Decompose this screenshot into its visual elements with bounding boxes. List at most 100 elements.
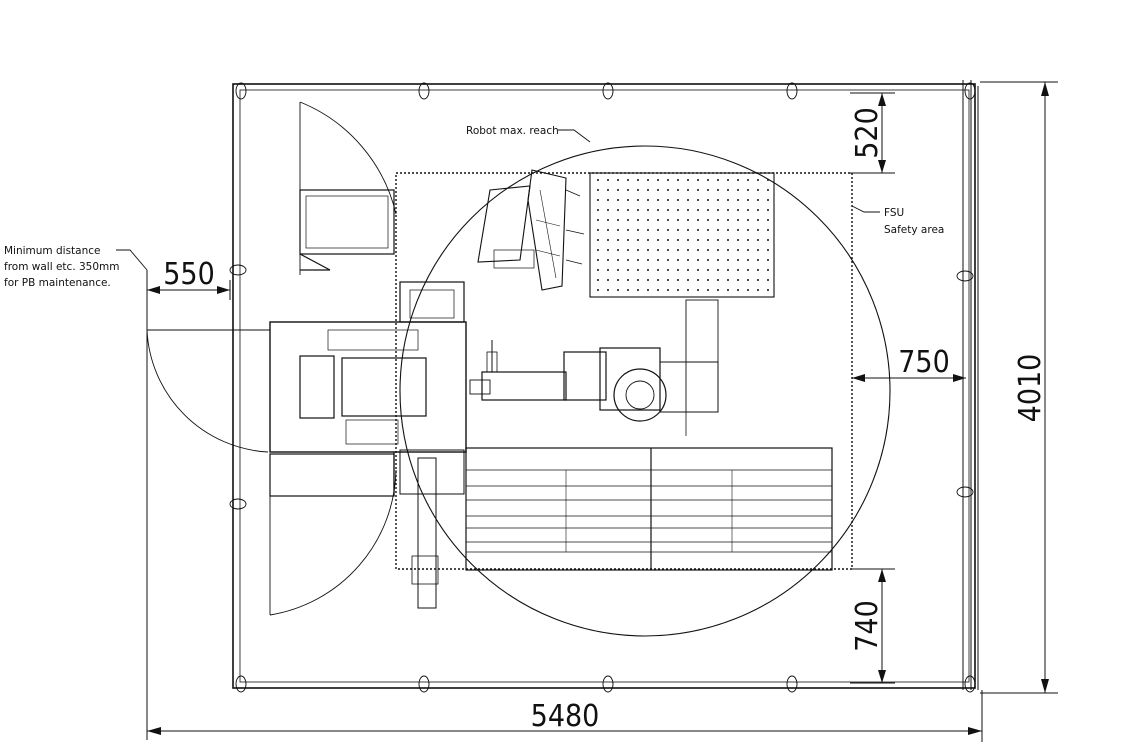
perforation-hole xyxy=(607,199,609,201)
perforation-hole xyxy=(757,219,759,221)
perforation-hole xyxy=(687,279,689,281)
pallet-racks xyxy=(465,447,833,571)
perforation-hole xyxy=(747,259,749,261)
perforation-hole xyxy=(737,199,739,201)
perforation-hole xyxy=(647,209,649,211)
perforation-hole xyxy=(627,219,629,221)
fence-posts xyxy=(229,82,976,693)
perforation-hole xyxy=(657,269,659,271)
perforation-hole xyxy=(607,289,609,291)
perforation-hole xyxy=(747,219,749,221)
perforation-hole xyxy=(647,179,649,181)
perforation-hole xyxy=(687,189,689,191)
perforation-hole xyxy=(627,179,629,181)
safety-area-label: Safety area xyxy=(884,224,944,236)
perforation-hole xyxy=(767,289,769,291)
perforation-hole xyxy=(667,199,669,201)
perforation-hole xyxy=(627,259,629,261)
dim-5480-label: 5480 xyxy=(531,699,600,734)
perforation-hole xyxy=(657,189,659,191)
perforation-hole xyxy=(617,269,619,271)
perforation-hole xyxy=(647,229,649,231)
perforation-hole xyxy=(757,229,759,231)
perforation-hole xyxy=(637,259,639,261)
perforation-hole xyxy=(707,189,709,191)
perforation-hole xyxy=(727,269,729,271)
perforation-hole xyxy=(697,179,699,181)
perforation-hole xyxy=(747,229,749,231)
perforation-hole xyxy=(657,249,659,251)
dim-520-label: 520 xyxy=(850,107,885,159)
dim-520 xyxy=(850,92,895,174)
dim-550 xyxy=(146,270,231,740)
perforation-hole xyxy=(687,239,689,241)
operator-station xyxy=(269,189,467,497)
perforation-hole xyxy=(727,189,729,191)
perforation-hole xyxy=(737,289,739,291)
perforation-hole xyxy=(727,279,729,281)
perforation-hole xyxy=(757,259,759,261)
perforation-hole xyxy=(717,219,719,221)
perforation-hole xyxy=(617,189,619,191)
perforation-hole xyxy=(597,239,599,241)
perforation-hole xyxy=(697,229,699,231)
perforation-hole xyxy=(757,269,759,271)
perforation-hole xyxy=(657,239,659,241)
perforation-hole xyxy=(637,239,639,241)
perforation-hole xyxy=(757,279,759,281)
perforation-hole xyxy=(617,239,619,241)
perforation-hole xyxy=(757,179,759,181)
perforation-hole xyxy=(697,279,699,281)
perforation-hole xyxy=(687,269,689,271)
dim-4010-label: 4010 xyxy=(1013,354,1048,423)
perforation-hole xyxy=(677,189,679,191)
perforated-table xyxy=(589,172,775,298)
perforation-hole xyxy=(717,279,719,281)
perforation-hole xyxy=(637,179,639,181)
perforation-hole xyxy=(757,239,759,241)
perforation-hole xyxy=(627,249,629,251)
perforation-hole xyxy=(607,219,609,221)
perforation-hole xyxy=(737,179,739,181)
perforation-hole xyxy=(607,259,609,261)
perforation-hole xyxy=(667,179,669,181)
perforation-hole xyxy=(617,209,619,211)
perforation-hole xyxy=(697,289,699,291)
perforation-hole xyxy=(767,269,769,271)
perforation-hole xyxy=(617,249,619,251)
dim-4010 xyxy=(980,81,1058,694)
robot xyxy=(469,299,719,436)
perforation-hole xyxy=(617,229,619,231)
perforation-hole xyxy=(687,219,689,221)
perforation-hole xyxy=(707,259,709,261)
perforation-hole xyxy=(597,179,599,181)
perforation-hole xyxy=(677,209,679,211)
wall-note-line-2: from wall etc. 350mm xyxy=(4,261,120,273)
perforation-hole xyxy=(657,199,659,201)
perforation-hole xyxy=(607,229,609,231)
perforation-hole xyxy=(597,279,599,281)
perforation-hole xyxy=(737,209,739,211)
perforation-hole xyxy=(707,179,709,181)
perforation-hole xyxy=(637,249,639,251)
perforation-hole xyxy=(647,279,649,281)
dim-550-label: 550 xyxy=(163,257,215,292)
perforation-hole xyxy=(677,239,679,241)
perforation-hole xyxy=(687,259,689,261)
perforation-hole xyxy=(687,289,689,291)
perforation-hole xyxy=(767,279,769,281)
perforation-hole xyxy=(597,199,599,201)
perforation-hole xyxy=(727,229,729,231)
perforation-hole xyxy=(677,179,679,181)
perforation-hole xyxy=(747,249,749,251)
perforation-hole xyxy=(767,199,769,201)
perforation-hole xyxy=(747,189,749,191)
perforation-hole xyxy=(757,199,759,201)
fsu-safety-area xyxy=(395,172,853,570)
perforation-hole xyxy=(727,249,729,251)
perforation-hole xyxy=(697,239,699,241)
perforation-hole xyxy=(697,219,699,221)
perforation-hole xyxy=(707,269,709,271)
perforation-hole xyxy=(747,289,749,291)
perforation-hole xyxy=(637,189,639,191)
